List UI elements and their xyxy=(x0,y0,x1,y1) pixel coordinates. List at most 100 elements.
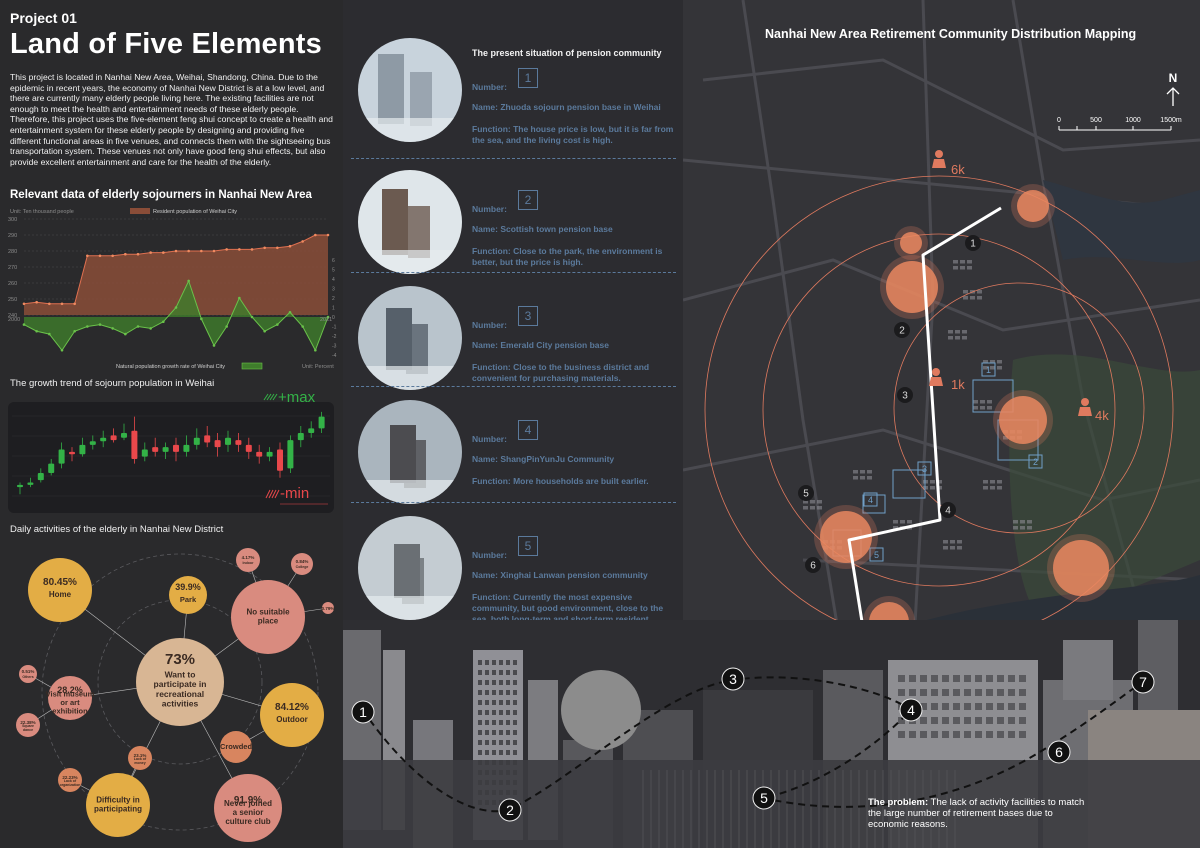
building-window xyxy=(898,731,905,738)
building-window xyxy=(478,680,482,685)
growth-point xyxy=(35,329,38,333)
bubble-circle xyxy=(220,731,252,763)
legend-resident-label: Resident population of Weihai City xyxy=(153,209,237,215)
venue-circle xyxy=(1017,190,1049,222)
resident-point xyxy=(187,249,190,253)
resident-point xyxy=(86,254,89,258)
bubble-outdoor: 84.12%Outdoor xyxy=(260,683,324,747)
building-window xyxy=(909,689,916,696)
y-right-tick-label: 2 xyxy=(332,296,335,302)
max-label: +max xyxy=(278,389,316,406)
building-window xyxy=(997,675,1004,682)
building-window xyxy=(1008,675,1015,682)
growth-point xyxy=(250,315,254,319)
radius-ring-inner xyxy=(893,282,1145,534)
building-window xyxy=(931,717,938,724)
community-name: Name: Scottish town pension base xyxy=(472,224,613,234)
community-number: 1 xyxy=(518,68,538,88)
route-stop-number: 2 xyxy=(899,326,905,337)
bubble-label: exhibition xyxy=(52,707,88,716)
candle-body xyxy=(235,440,242,445)
building-window xyxy=(1008,731,1015,738)
bus-route xyxy=(847,206,1002,629)
candle-bg xyxy=(8,402,334,513)
building-window xyxy=(964,675,971,682)
problem-text: The lack of activity facilities to match… xyxy=(868,797,1085,830)
route-stop-marker xyxy=(940,502,956,518)
building-window xyxy=(485,720,489,725)
map-building xyxy=(997,486,1002,490)
candle-body xyxy=(204,435,211,443)
population-label: 6k xyxy=(951,162,965,177)
building-window xyxy=(499,680,503,685)
bubble-pct: 0.84% xyxy=(296,559,309,564)
bubble-label: or art xyxy=(60,698,80,707)
building-window xyxy=(909,731,916,738)
map-building xyxy=(867,470,872,474)
growth-point xyxy=(288,310,292,314)
collage-stop-number: 7 xyxy=(1139,674,1147,690)
building-window xyxy=(506,660,510,665)
map-building xyxy=(853,476,858,480)
legend-swatch-resident xyxy=(130,208,150,214)
collage-stop-marker xyxy=(1047,740,1071,764)
collage-stop-number: 5 xyxy=(760,790,768,806)
candle-body xyxy=(225,437,231,445)
building-window xyxy=(485,710,489,715)
person-icon-body xyxy=(1078,407,1092,416)
building-window xyxy=(986,731,993,738)
y-right-tick-label: 4 xyxy=(332,277,335,283)
collage-stop-marker xyxy=(752,786,776,810)
map-building xyxy=(950,546,955,550)
bubble-label: Crowded xyxy=(220,742,253,751)
map-building xyxy=(937,480,942,484)
bubble-label: Visit museum xyxy=(46,689,95,698)
resident-point xyxy=(124,252,127,256)
map-building xyxy=(967,266,972,270)
community-number-box xyxy=(981,362,996,377)
building-window xyxy=(942,675,949,682)
population-label: 1k xyxy=(951,377,965,392)
number-label: Number: xyxy=(472,204,507,214)
map-building xyxy=(987,406,992,410)
community-number: 5 xyxy=(518,536,538,556)
daily-section-title: Daily activities of the elderly in Nanha… xyxy=(10,524,224,535)
candle-body xyxy=(131,430,138,459)
intro-paragraph: This project is located in Nanhai New Ar… xyxy=(10,72,333,167)
min-hatch xyxy=(268,489,274,499)
building-window xyxy=(485,660,489,665)
bubble-pct: 73% xyxy=(165,651,195,668)
bubble-s1: 4.17%Indoor xyxy=(236,548,260,572)
growth-section-title: The growth trend of sojourn population i… xyxy=(10,378,215,389)
venue-circle xyxy=(900,232,922,254)
map-building xyxy=(997,360,1002,364)
building-window xyxy=(942,689,949,696)
building-window xyxy=(506,680,510,685)
building-window xyxy=(909,675,916,682)
candle-body xyxy=(79,444,86,455)
map-building xyxy=(810,506,815,510)
map-building xyxy=(1027,526,1032,530)
growth-point xyxy=(276,323,279,326)
chart-unit-label: Unit: Ten thousand people xyxy=(10,209,74,215)
building-window xyxy=(898,675,905,682)
growth-point xyxy=(301,325,304,328)
route-stop-number: 5 xyxy=(803,489,809,500)
growth-point xyxy=(98,323,102,326)
map-building xyxy=(1020,526,1025,530)
building-window xyxy=(931,731,938,738)
bubble-label: Outdoor xyxy=(276,715,308,724)
collage-stop-number: 6 xyxy=(1055,744,1063,760)
bubble-circle xyxy=(214,774,282,842)
candle-body xyxy=(193,437,200,445)
growth-point xyxy=(86,325,89,328)
building-window xyxy=(485,730,489,735)
collage-stop-marker xyxy=(721,667,745,691)
building-window xyxy=(920,731,927,738)
building-window xyxy=(931,675,938,682)
map-building xyxy=(953,260,958,264)
orbit-outer xyxy=(41,553,319,831)
